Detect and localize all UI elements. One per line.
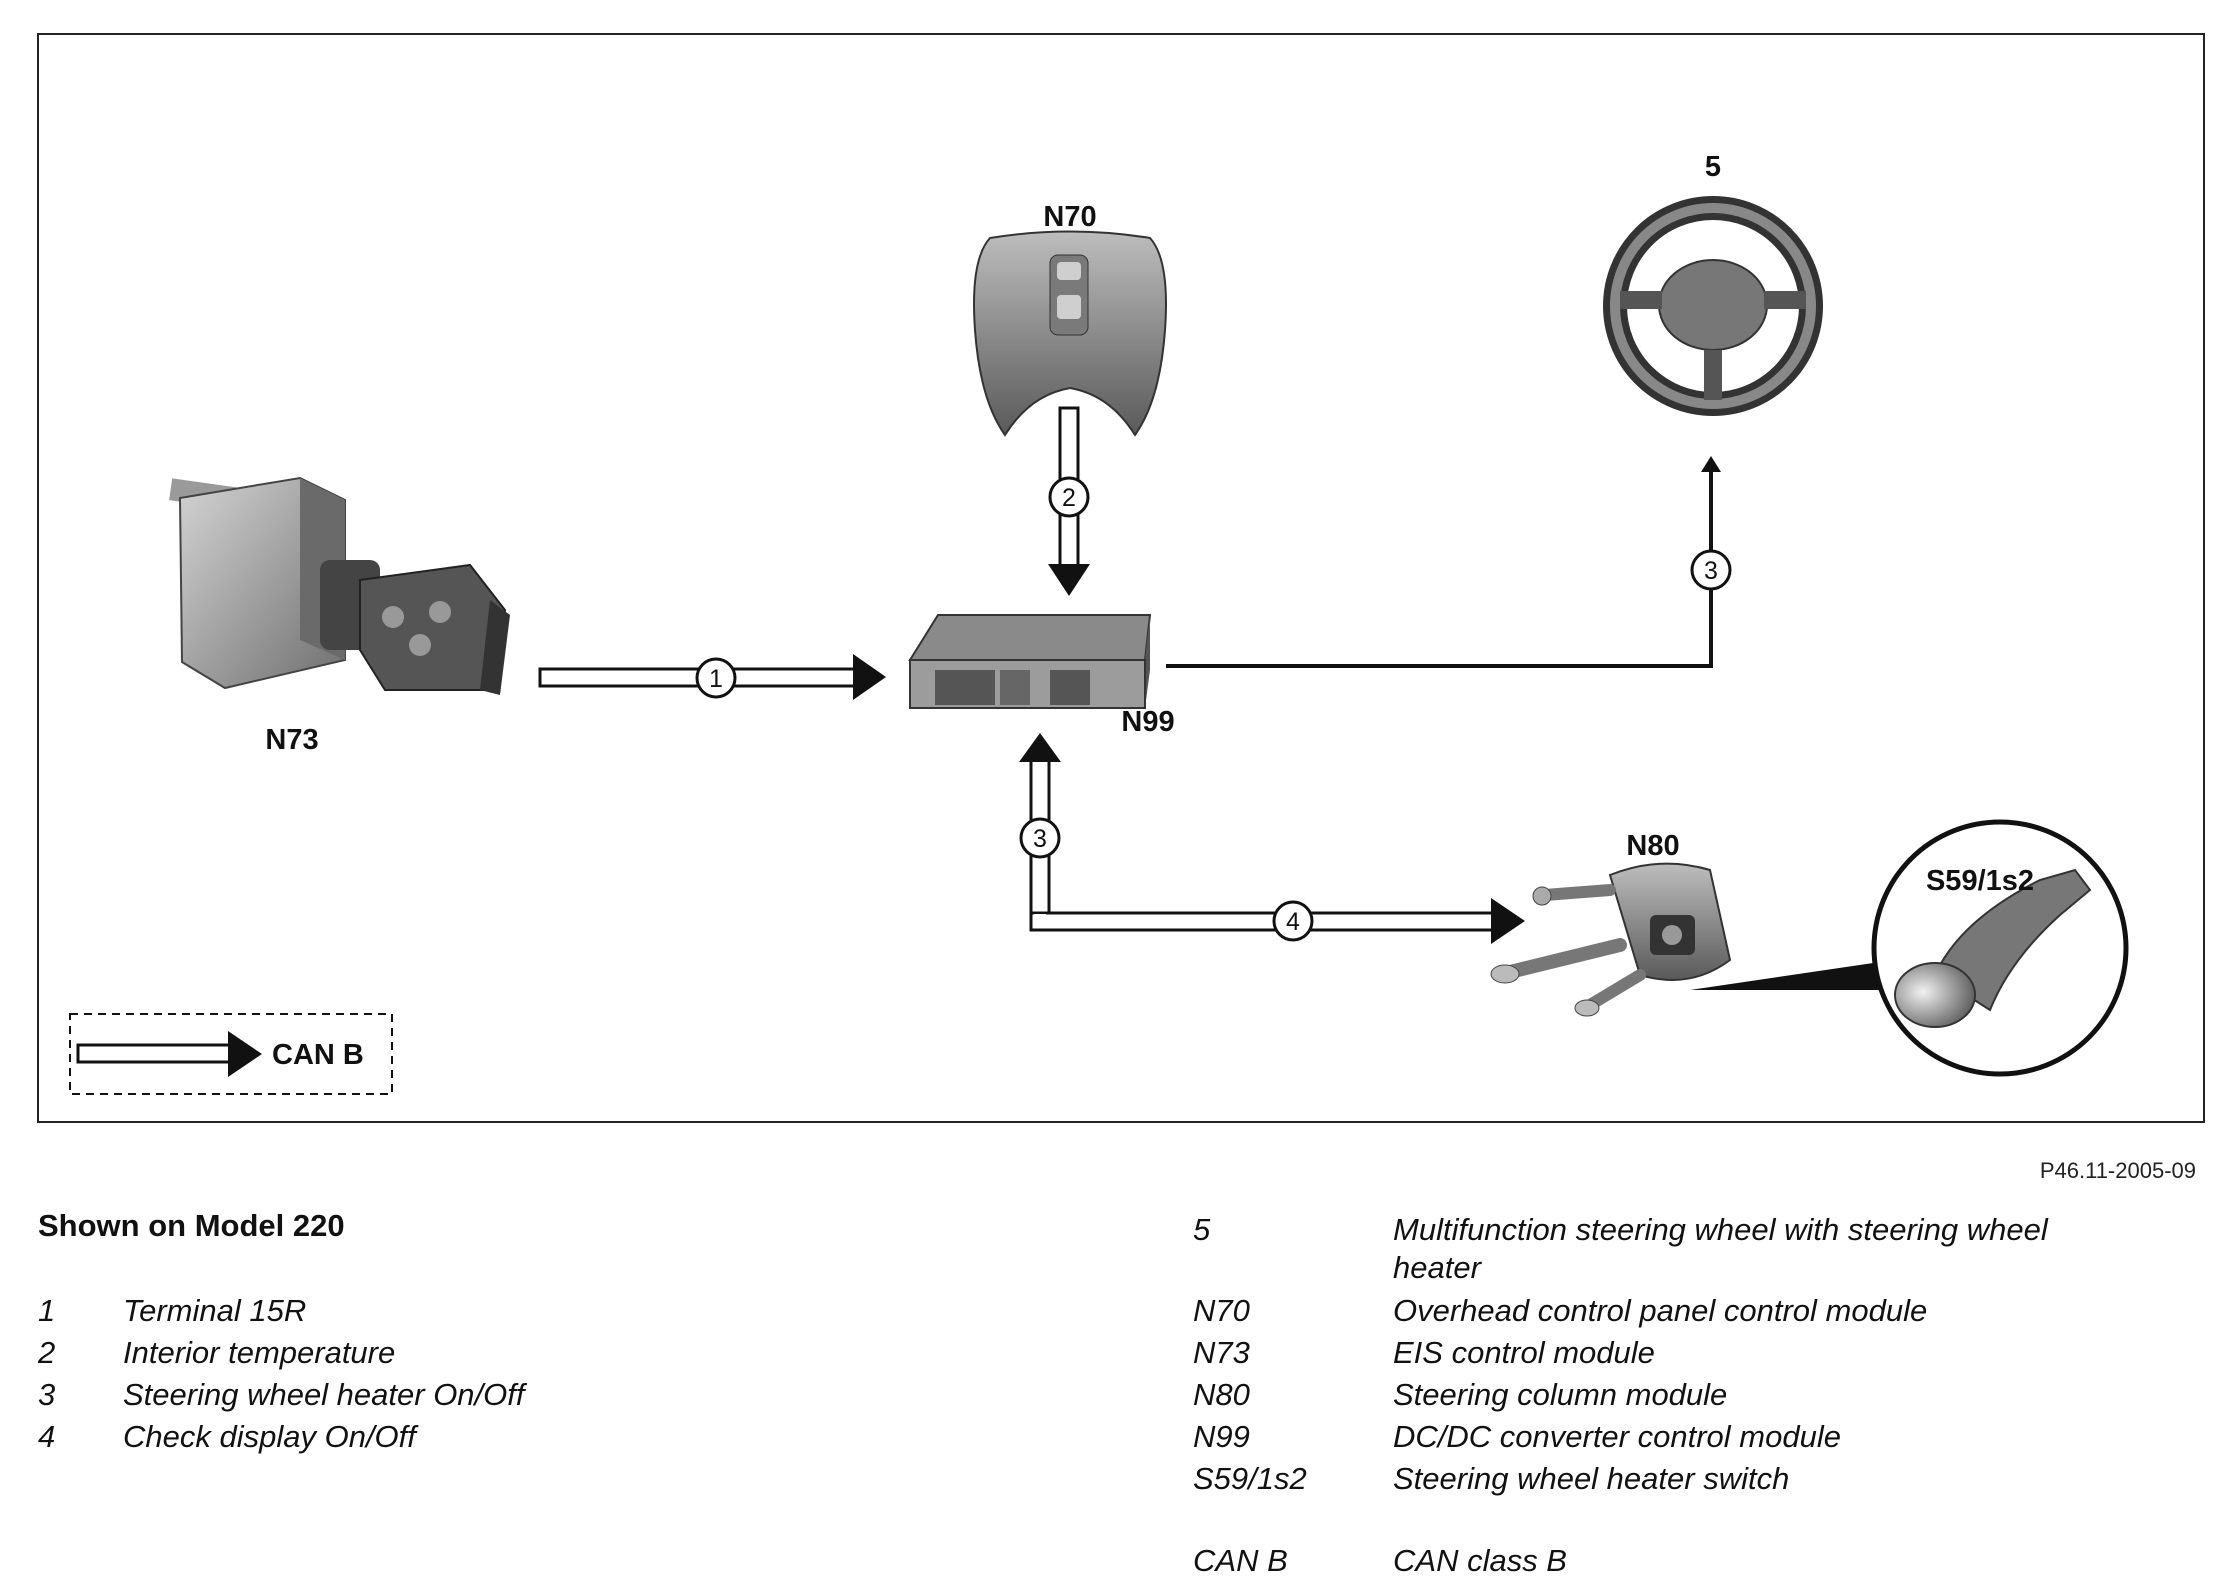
connection-3-wheel-line	[1166, 456, 1721, 668]
n73-label: N73	[265, 724, 318, 756]
n70-label: N70	[1043, 201, 1096, 233]
n73-ignition-switch	[169, 476, 510, 695]
n80-steering-column-module	[1490, 862, 1732, 1017]
n70-overhead-panel	[973, 230, 1167, 437]
switch-label: S59/1s2	[1926, 865, 2034, 897]
svg-text:2: 2	[1062, 484, 1076, 512]
wheel-label: 5	[1705, 151, 1721, 183]
steering-wheel-5	[1603, 196, 1823, 416]
svg-text:CAN B: CAN B	[272, 1039, 364, 1071]
diagram-frame	[37, 33, 2205, 1123]
connection-1-badge: 1	[695, 657, 737, 699]
figure-id: P46.11-2005-09	[2039, 1158, 2196, 1183]
connection-2-badge: 2	[1048, 476, 1090, 518]
n99-label: N99	[1121, 706, 1174, 738]
svg-text:4: 4	[1286, 908, 1300, 936]
connection-4-badge: 4	[1272, 900, 1314, 942]
svg-text:3: 3	[1033, 825, 1047, 853]
n80-label: N80	[1626, 830, 1679, 862]
callout-wedge	[1690, 962, 1890, 990]
svg-text:3: 3	[1704, 557, 1718, 585]
connection-3-4-can-line	[1019, 733, 1525, 944]
connection-3-bottom-badge: 3	[1019, 817, 1061, 859]
svg-text:1: 1	[709, 665, 723, 693]
n99-dcdc-converter	[908, 614, 1152, 709]
legend-title: Shown on Model 220	[38, 1208, 345, 1243]
connection-3-top-badge: 3	[1690, 549, 1732, 591]
can-b-key: CAN B	[69, 1013, 393, 1095]
legend-item-5-cont: heater	[1393, 1250, 1481, 1285]
s59-switch-inset	[1871, 819, 2129, 1077]
